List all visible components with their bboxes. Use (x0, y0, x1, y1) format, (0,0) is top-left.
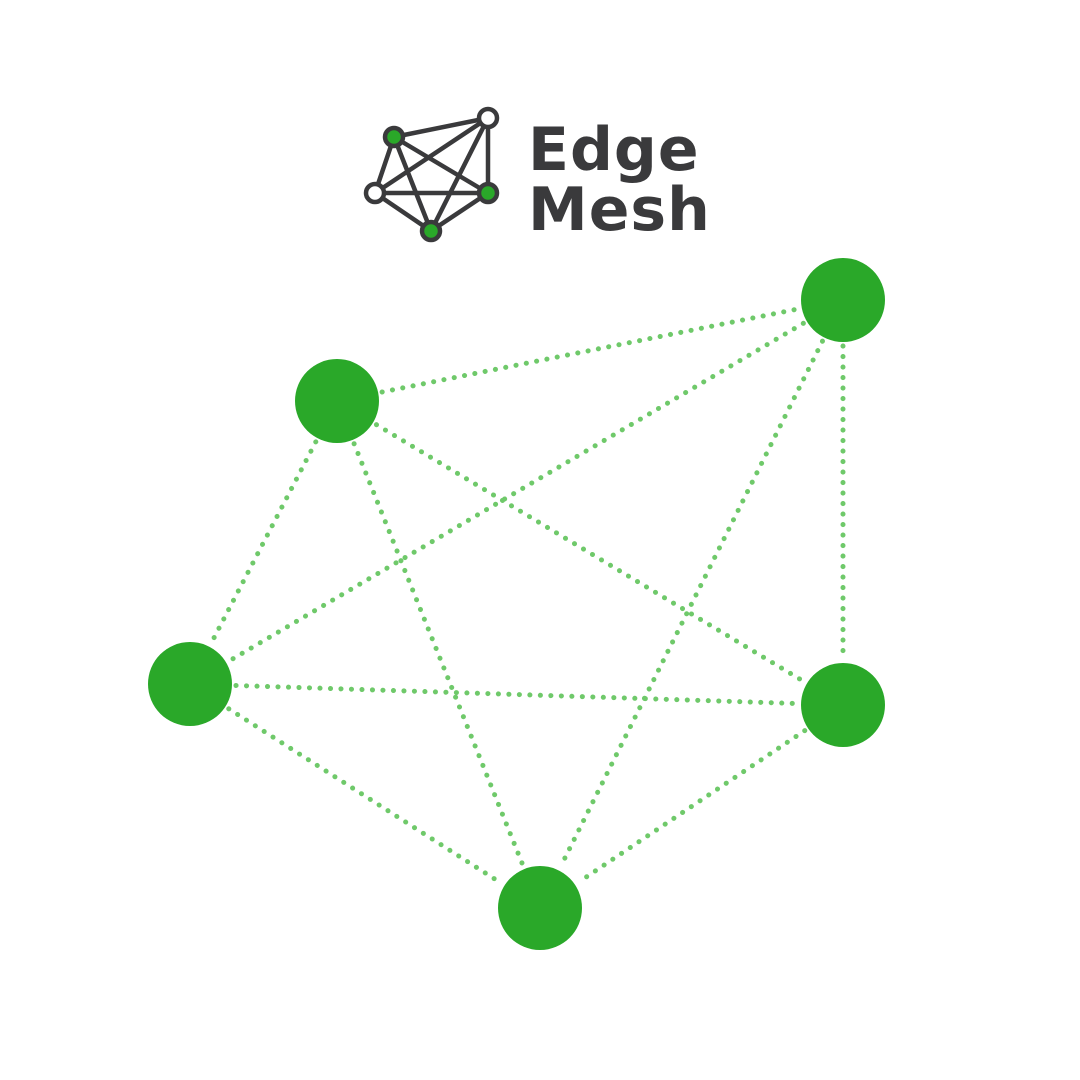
mesh-edge-b-c (227, 320, 806, 664)
mesh-nodes (148, 258, 885, 950)
logo-node-solid (382, 125, 406, 149)
mesh-node-d (801, 663, 885, 747)
mesh-node-e (498, 866, 582, 950)
logo-edge (428, 190, 491, 234)
mesh-node-a (295, 359, 379, 443)
logo-node-solid (476, 181, 500, 205)
mesh-edge-a-d (373, 422, 807, 684)
logo-edge (391, 134, 491, 196)
logo-node-solid (419, 219, 443, 243)
logo-edge (372, 190, 434, 234)
logo-edge (391, 134, 434, 234)
logo-node-hollow (476, 106, 500, 130)
mesh-edge-c-e (226, 706, 504, 886)
mesh-edge-b-e (558, 338, 825, 870)
logo-edge (372, 115, 491, 196)
mesh-edge-a-e (351, 441, 526, 868)
brand-name-line2: Mesh (528, 175, 711, 245)
logo-edge (391, 115, 491, 140)
brand-lockup: Edge Mesh (360, 104, 710, 246)
mesh-edge-d-e (575, 728, 808, 885)
mesh-edges (208, 306, 846, 886)
brand-wordmark: Edge Mesh (528, 120, 711, 240)
brand-name-line1: Edge (528, 115, 700, 185)
mesh-edge-a-c (208, 439, 319, 646)
mesh-edge-c-d (233, 682, 800, 707)
logo-node-hollow (363, 181, 387, 205)
mesh-network-icon (363, 106, 500, 243)
mesh-node-c (148, 642, 232, 726)
mesh-node-b (801, 258, 885, 342)
logo-edge (428, 115, 491, 234)
mesh-edge-a-b (379, 306, 801, 395)
